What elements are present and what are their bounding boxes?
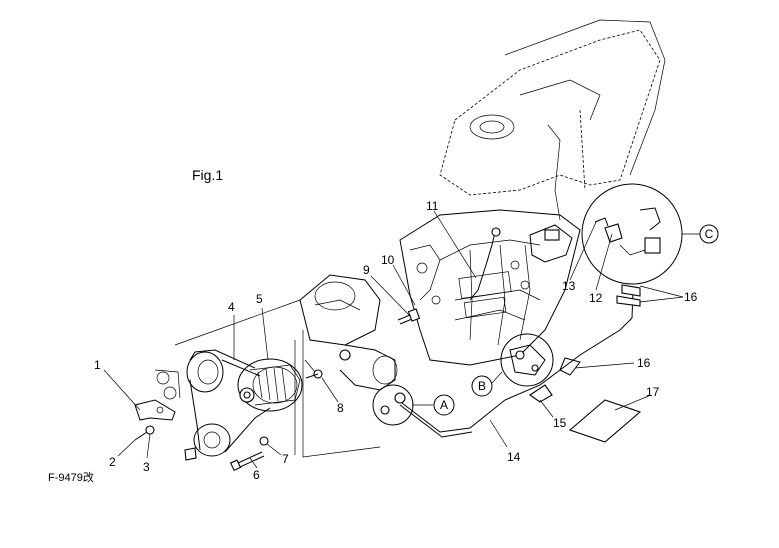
callout-5: 5 [256,292,263,306]
engine-block [399,19,666,366]
figure-title: Fig.1 [192,167,223,183]
callout-12: 12 [589,291,603,305]
detail-A-label: A [440,398,448,412]
callout-1: 1 [94,358,101,372]
callout-17: 17 [646,385,660,399]
detail-C-view [581,183,700,285]
callout-2: 2 [109,455,116,469]
detail-B-marker: B [471,375,493,397]
callout-13: 13 [562,279,576,293]
detail-A-view [372,384,433,426]
callout-16-upper: 16 [684,290,698,304]
callout-3: 3 [143,460,150,474]
callout-14: 14 [507,450,521,464]
callout-11: 11 [426,199,439,213]
callout-16-lower: 16 [637,356,651,370]
harness-lines [174,289,634,458]
starter-motor [299,274,398,391]
callout-4: 4 [228,300,235,314]
detail-C-marker: C [699,224,719,244]
callout-labels: 1 2 3 4 5 6 7 8 9 10 11 12 13 14 15 16 1… [94,199,698,482]
alternator [237,358,303,412]
detail-A-marker: A [433,394,455,416]
leader-lines [103,210,684,469]
detail-B-label: B [478,379,486,393]
figure-number: F-9479改 [48,470,94,484]
clamps-and-pedal [529,284,642,443]
callout-10: 10 [381,253,395,267]
callout-6: 6 [253,468,260,482]
detail-B-view [491,333,554,387]
pulley-belt [186,349,271,457]
callout-15: 15 [553,416,567,430]
bracket-and-fasteners [134,308,421,472]
detail-C-label: C [705,227,714,241]
callout-9: 9 [363,263,370,277]
callout-7: 7 [282,452,289,466]
callout-8: 8 [337,401,344,415]
